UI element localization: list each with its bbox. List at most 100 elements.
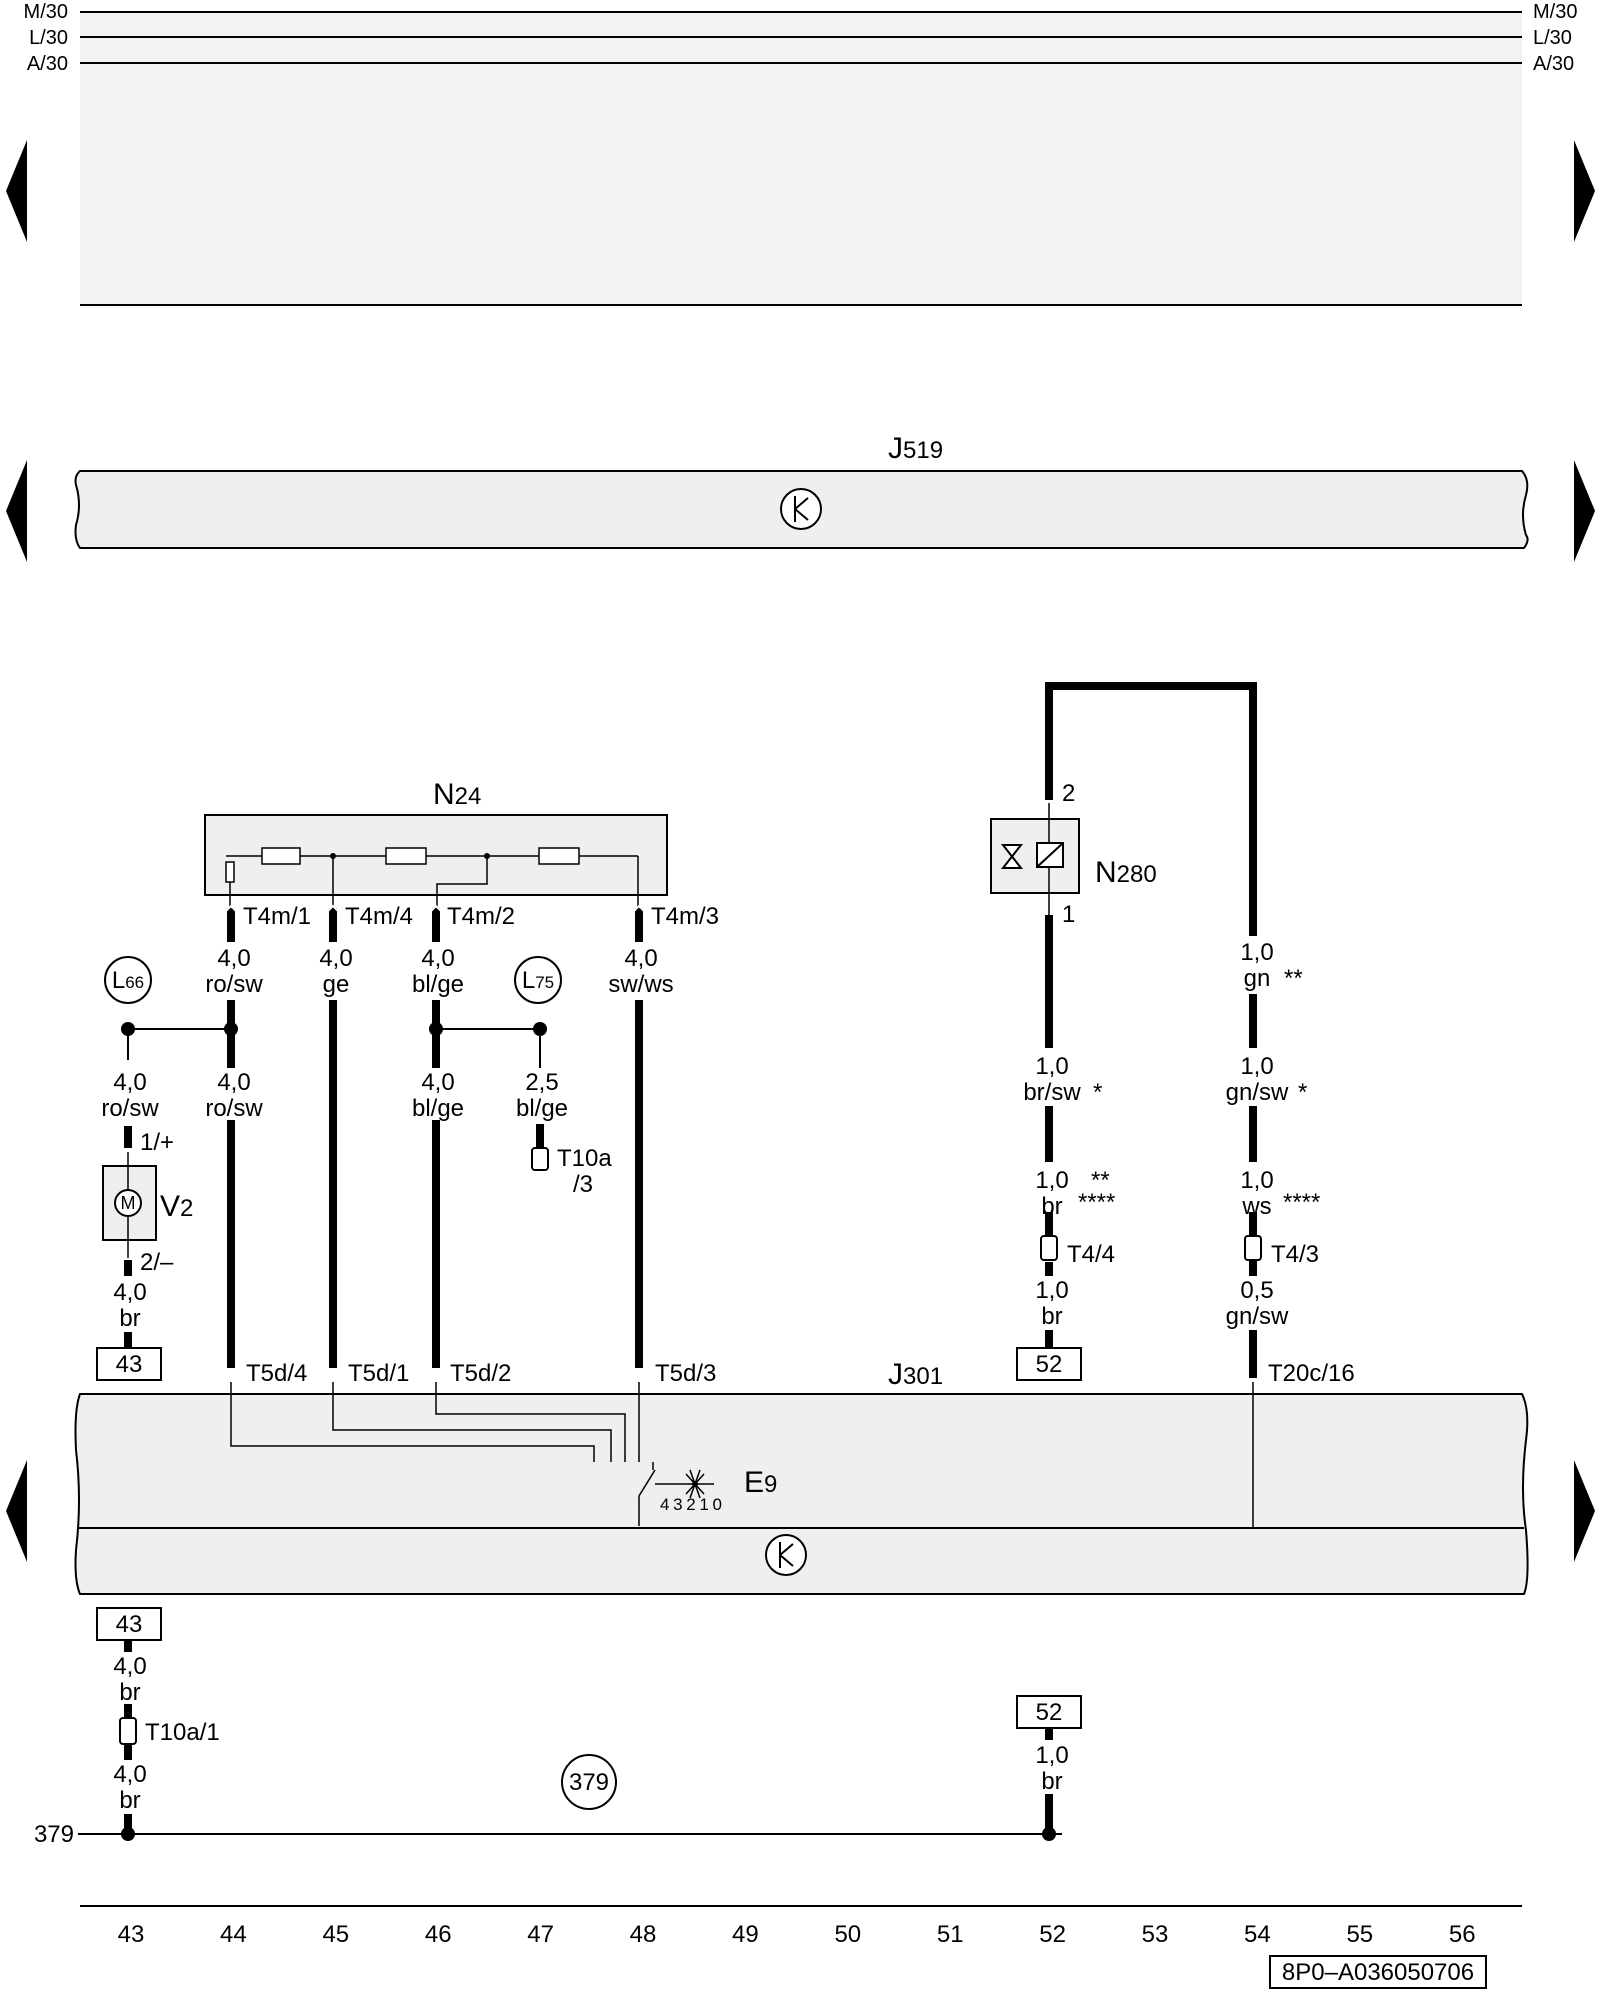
column-number: 44 bbox=[220, 1921, 247, 1948]
doc-id-box bbox=[1269, 1955, 1487, 1989]
wire-52c-color: br bbox=[1041, 1303, 1062, 1330]
column-number: 52 bbox=[1039, 1921, 1066, 1948]
label-gap-52c bbox=[1015, 1276, 1085, 1330]
wire-43d-color: br bbox=[119, 1679, 140, 1706]
e9-wire-45 bbox=[332, 1382, 612, 1462]
wire-44a-size: 4,0 bbox=[217, 945, 250, 972]
n24-pin1-label: T4m/1 bbox=[243, 903, 311, 930]
wire-45a-color: ge bbox=[323, 971, 350, 998]
wire-54a-size: 1,0 bbox=[1240, 939, 1273, 966]
l75-label: L75 bbox=[522, 967, 554, 994]
n24-pin3-label: T4m/3 bbox=[651, 903, 719, 930]
wire-43a-size: 4,0 bbox=[113, 1069, 146, 1096]
connector-t10a3-icon bbox=[531, 1147, 549, 1171]
j301-pin-t20c16: T20c/16 bbox=[1268, 1360, 1355, 1387]
e9-label: E9 bbox=[744, 1466, 777, 1499]
connector-t10a3-pin: /3 bbox=[573, 1171, 593, 1198]
j301-pin-t5d4: T5d/4 bbox=[246, 1360, 307, 1387]
next-page-arrow-icon-2[interactable] bbox=[1574, 460, 1595, 562]
wire-52d-size: 1,0 bbox=[1035, 1742, 1068, 1769]
wire-44a-color: ro/sw bbox=[205, 971, 263, 998]
column-number: 51 bbox=[937, 1921, 964, 1948]
wire-44b-color: ro/sw bbox=[205, 1095, 263, 1122]
rail-label-a30-right: A/30 bbox=[1533, 53, 1574, 75]
wire-n280-loop bbox=[1045, 682, 1257, 1378]
wire-43d-size: 4,0 bbox=[113, 1653, 146, 1680]
ref-box-43 bbox=[96, 1347, 162, 1381]
e9-wire-46 bbox=[435, 1382, 626, 1462]
connector-t10a1-icon bbox=[119, 1717, 137, 1745]
wire-52b-color: br bbox=[1041, 1193, 1062, 1220]
wire-52a-color: br/sw bbox=[1023, 1079, 1081, 1106]
ref-box-52 bbox=[1016, 1347, 1082, 1381]
l66-label: L66 bbox=[112, 967, 144, 994]
column-number: 46 bbox=[425, 1921, 452, 1948]
n24-pin2-lead bbox=[436, 856, 488, 908]
ground-junction-43 bbox=[121, 1827, 135, 1841]
junction-46 bbox=[429, 1022, 443, 1036]
valve-icon bbox=[1000, 844, 1024, 869]
rail-label-a30-left: A/30 bbox=[27, 53, 68, 75]
wire-43c-color: br bbox=[119, 1305, 140, 1332]
ref-box-52-low-label: 52 bbox=[1036, 1699, 1063, 1726]
next-page-arrow-icon-3[interactable] bbox=[1574, 1460, 1595, 1562]
connector-t43-label: T4/3 bbox=[1271, 1241, 1319, 1268]
doc-id: 8P0–A036050706 bbox=[1282, 1959, 1474, 1986]
ref-circle-l75 bbox=[514, 956, 562, 1004]
label-gap-46b bbox=[404, 1068, 468, 1120]
prev-page-arrow-icon[interactable] bbox=[6, 140, 27, 242]
ref-box-43-low bbox=[96, 1607, 162, 1641]
column-number: 54 bbox=[1244, 1921, 1271, 1948]
wire-47b-size: 2,5 bbox=[525, 1069, 558, 1096]
rail-label-m30-right: M/30 bbox=[1533, 1, 1577, 23]
n280-label: N280 bbox=[1095, 856, 1157, 889]
wire-44b-size: 4,0 bbox=[217, 1069, 250, 1096]
solenoid-icon-slash bbox=[1036, 842, 1064, 868]
label-gap-44b bbox=[200, 1068, 264, 1120]
next-page-arrow-icon[interactable] bbox=[1574, 140, 1595, 242]
pin-arrow-icons bbox=[225, 904, 645, 912]
electronic-symbol-mark-icon-2 bbox=[779, 1542, 794, 1568]
n280-pin1: 1 bbox=[1062, 901, 1075, 928]
prev-page-arrow-icon-3[interactable] bbox=[6, 1460, 27, 1562]
rail-label-l30-right: L/30 bbox=[1533, 27, 1572, 49]
label-gap-54c bbox=[1215, 1162, 1315, 1212]
wire-43c-size: 4,0 bbox=[113, 1279, 146, 1306]
wire-52a-size: 1,0 bbox=[1035, 1053, 1068, 1080]
label-gap-52a bbox=[1005, 1048, 1095, 1106]
prev-page-arrow-icon-2[interactable] bbox=[6, 460, 27, 562]
electronic-symbol-icon-2 bbox=[765, 1534, 807, 1576]
wire-52b-note2: **** bbox=[1078, 1189, 1115, 1216]
j301-unit bbox=[74, 1393, 1529, 1595]
resistor-1-icon bbox=[261, 847, 301, 865]
rail-label-l30-left: L/30 bbox=[29, 27, 68, 49]
rotary-switch-center bbox=[692, 1481, 698, 1487]
wire-54a-color: gn bbox=[1244, 965, 1271, 992]
wire-52a-note: * bbox=[1093, 1079, 1102, 1106]
j301-label: J301 bbox=[888, 1358, 943, 1391]
wire-43e-color: br bbox=[119, 1787, 140, 1814]
wire-46b-size: 4,0 bbox=[421, 1069, 454, 1096]
ref-circle-l66 bbox=[104, 956, 152, 1004]
wire-54c-note: **** bbox=[1283, 1189, 1320, 1216]
electronic-symbol-mark-icon bbox=[794, 496, 809, 522]
wire-54d-size: 0,5 bbox=[1240, 1277, 1273, 1304]
label-gap-46a bbox=[404, 942, 468, 1000]
n24-pin2-label: T4m/2 bbox=[447, 903, 515, 930]
n280-valve-box bbox=[990, 818, 1080, 894]
ref-box-43-low-label: 43 bbox=[116, 1611, 143, 1638]
label-gap-54d bbox=[1210, 1276, 1300, 1330]
motor-icon bbox=[114, 1189, 142, 1217]
ref-box-52-label: 52 bbox=[1036, 1351, 1063, 1378]
label-gap-43e bbox=[100, 1760, 160, 1814]
connector-t10a3-label: T10a bbox=[557, 1145, 612, 1172]
thermal-fuse-icon bbox=[225, 861, 235, 883]
j301-pin-t5d1: T5d/1 bbox=[348, 1360, 409, 1387]
resistor-2-icon bbox=[385, 847, 427, 865]
ground-ref-label: 379 bbox=[34, 1821, 74, 1848]
connector-t10a1-label: T10a/1 bbox=[145, 1719, 220, 1746]
ground-point-circle bbox=[561, 1754, 617, 1810]
wire-46b-color: bl/ge bbox=[412, 1095, 464, 1122]
wire-47b-color: bl/ge bbox=[516, 1095, 568, 1122]
